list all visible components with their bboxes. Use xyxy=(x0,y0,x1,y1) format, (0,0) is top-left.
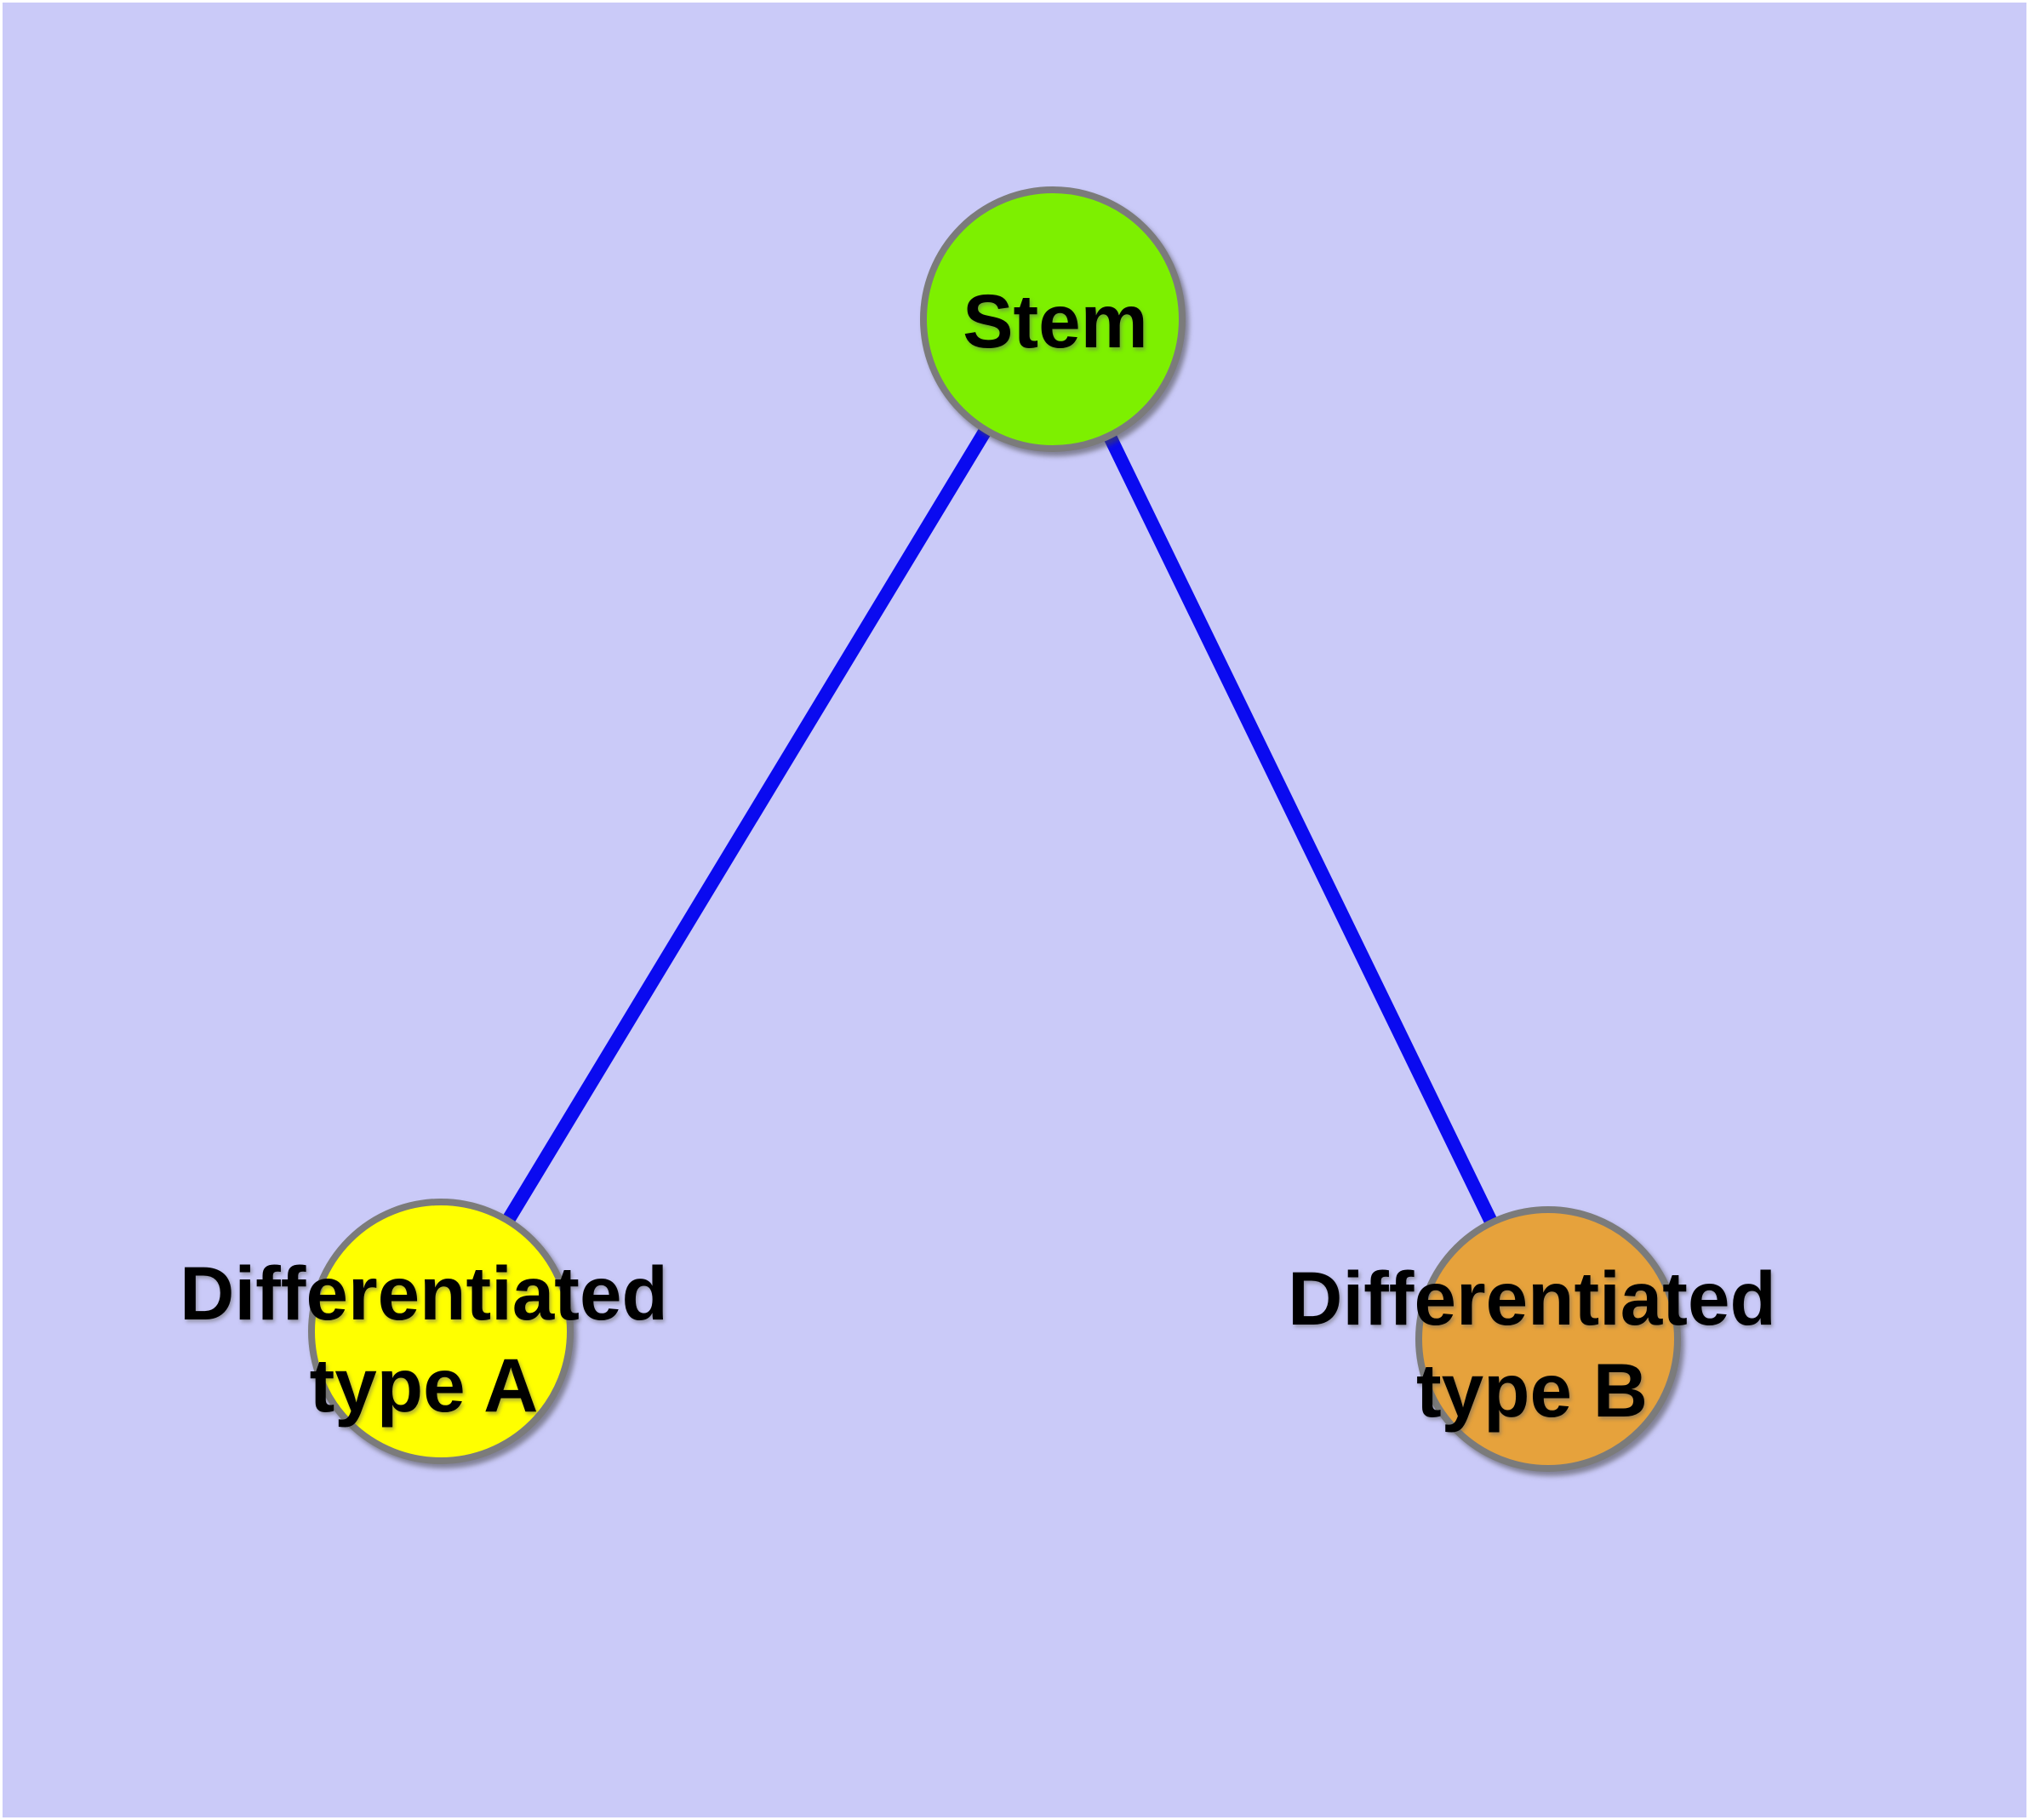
node-differentiated-type-a-label-line1: Differentiated xyxy=(180,1251,668,1336)
node-stem-circle xyxy=(920,186,1186,452)
node-differentiated-type-a-label-line2: type A xyxy=(310,1342,539,1428)
node-differentiated-type-b-circle xyxy=(1415,1206,1681,1472)
node-differentiated-type-b-label-line2: type B xyxy=(1416,1348,1648,1433)
node-differentiated-type-a-circle xyxy=(308,1199,574,1464)
node-differentiated-type-a: Differentiated type A xyxy=(180,1199,668,1464)
edge-stem-to-type-b xyxy=(1046,316,1555,1342)
node-differentiated-type-b: Differentiated type B xyxy=(1288,1206,1776,1472)
edge-layer xyxy=(435,315,1555,1342)
node-stem-label: Stem xyxy=(963,278,1148,363)
node-stem: Stem xyxy=(920,186,1186,452)
node-differentiated-type-b-label-line1: Differentiated xyxy=(1288,1256,1776,1341)
edge-stem-to-type-a xyxy=(435,315,1059,1336)
